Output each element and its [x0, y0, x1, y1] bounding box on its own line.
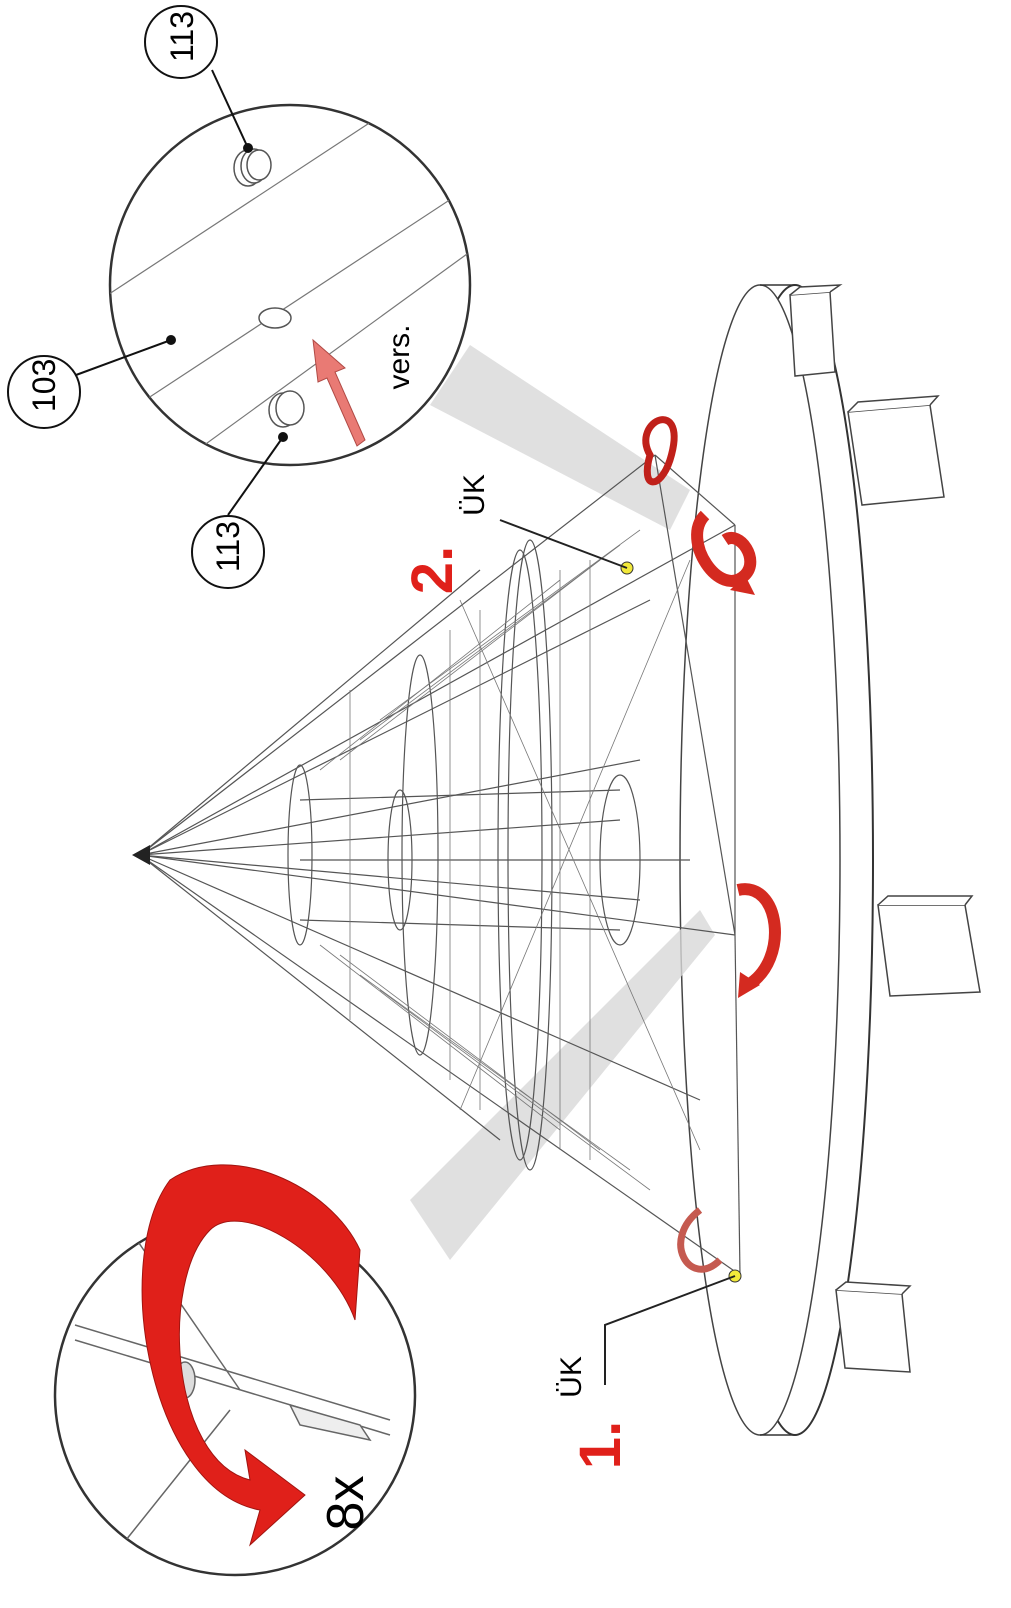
cone-frame: [139, 454, 741, 1276]
cone-lattice: [319, 529, 701, 1191]
uk-label-1: ÜK: [555, 1356, 588, 1398]
magnifier-shadows: [410, 345, 715, 1260]
uk-label-2: ÜK: [458, 474, 491, 516]
callout-113-top: 113: [164, 10, 200, 62]
callout-103: 103: [26, 358, 62, 412]
step-2-label: 2.: [400, 545, 465, 595]
leader-uk-1: [604, 1275, 736, 1385]
step-1-label: 1.: [568, 1420, 633, 1470]
callout-graphics: [7, 5, 288, 589]
arrow-label-vers: vers.: [383, 324, 416, 390]
apex-cap: [132, 845, 150, 865]
weight-blocks: [789, 284, 981, 1373]
rotation-arrows: [642, 416, 781, 1273]
repeat-count-label: 8x: [317, 1475, 375, 1531]
detail-circle-top: [108, 103, 472, 467]
leader-uk-2: [499, 519, 628, 569]
base-disc: [679, 284, 874, 1436]
callout-113-bottom: 113: [210, 520, 246, 572]
detail-circle-bottom: [53, 1164, 417, 1577]
